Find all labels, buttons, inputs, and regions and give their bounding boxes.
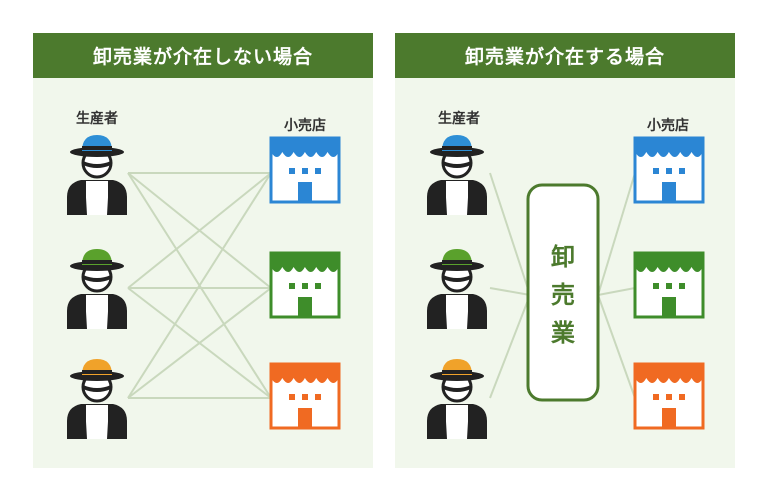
store-icon-blue [633,136,705,204]
connection-lines [489,172,636,399]
line-w-r3 [597,294,636,399]
store-icon-blue [269,136,341,204]
farmer-icon-blue [67,135,127,216]
diagram-with-wholesaler: 生産者 小売店 卸 売 業 [427,110,705,440]
retailer-label: 小売店 [284,117,326,134]
line-w-r2 [597,287,636,296]
producer-label: 生産者 [438,110,480,127]
line-p3-r2 [127,287,272,399]
line-p1-w [489,172,531,296]
farmer-icon-green [427,249,487,330]
wholesaler-char-1: 卸 [551,243,575,271]
line-w-r1 [597,172,636,296]
connection-lines [127,172,272,399]
wholesaler-box: 卸 売 業 [526,183,600,402]
store-icon-orange [269,362,341,430]
retailer-label: 小売店 [647,117,689,134]
farmer-icon-orange [427,359,487,440]
line-p2-w [489,287,531,296]
line-p3-r1 [127,172,272,399]
panel-title: 卸売業が介在する場合 [395,33,735,78]
wholesaler-char-3: 業 [551,319,575,347]
panel-title: 卸売業が介在しない場合 [33,33,373,78]
producer-label: 生産者 [76,110,118,127]
farmer-icon-green [67,249,127,330]
panel-without-wholesaler: 卸売業が介在しない場合 生産者 小売店 [33,33,373,468]
line-p3-w [489,294,531,399]
store-icon-orange [633,362,705,430]
wholesaler-char-2: 売 [551,281,575,309]
store-icon-green [269,251,341,319]
farmer-icon-orange [67,359,127,440]
store-icon-green [633,251,705,319]
line-p2-r1 [127,172,272,289]
diagram-without-wholesaler: 生産者 小売店 [67,110,341,440]
farmer-icon-blue [427,135,487,216]
panel-with-wholesaler: 卸売業が介在する場合 生産者 小売店 卸 売 業 [395,33,735,468]
